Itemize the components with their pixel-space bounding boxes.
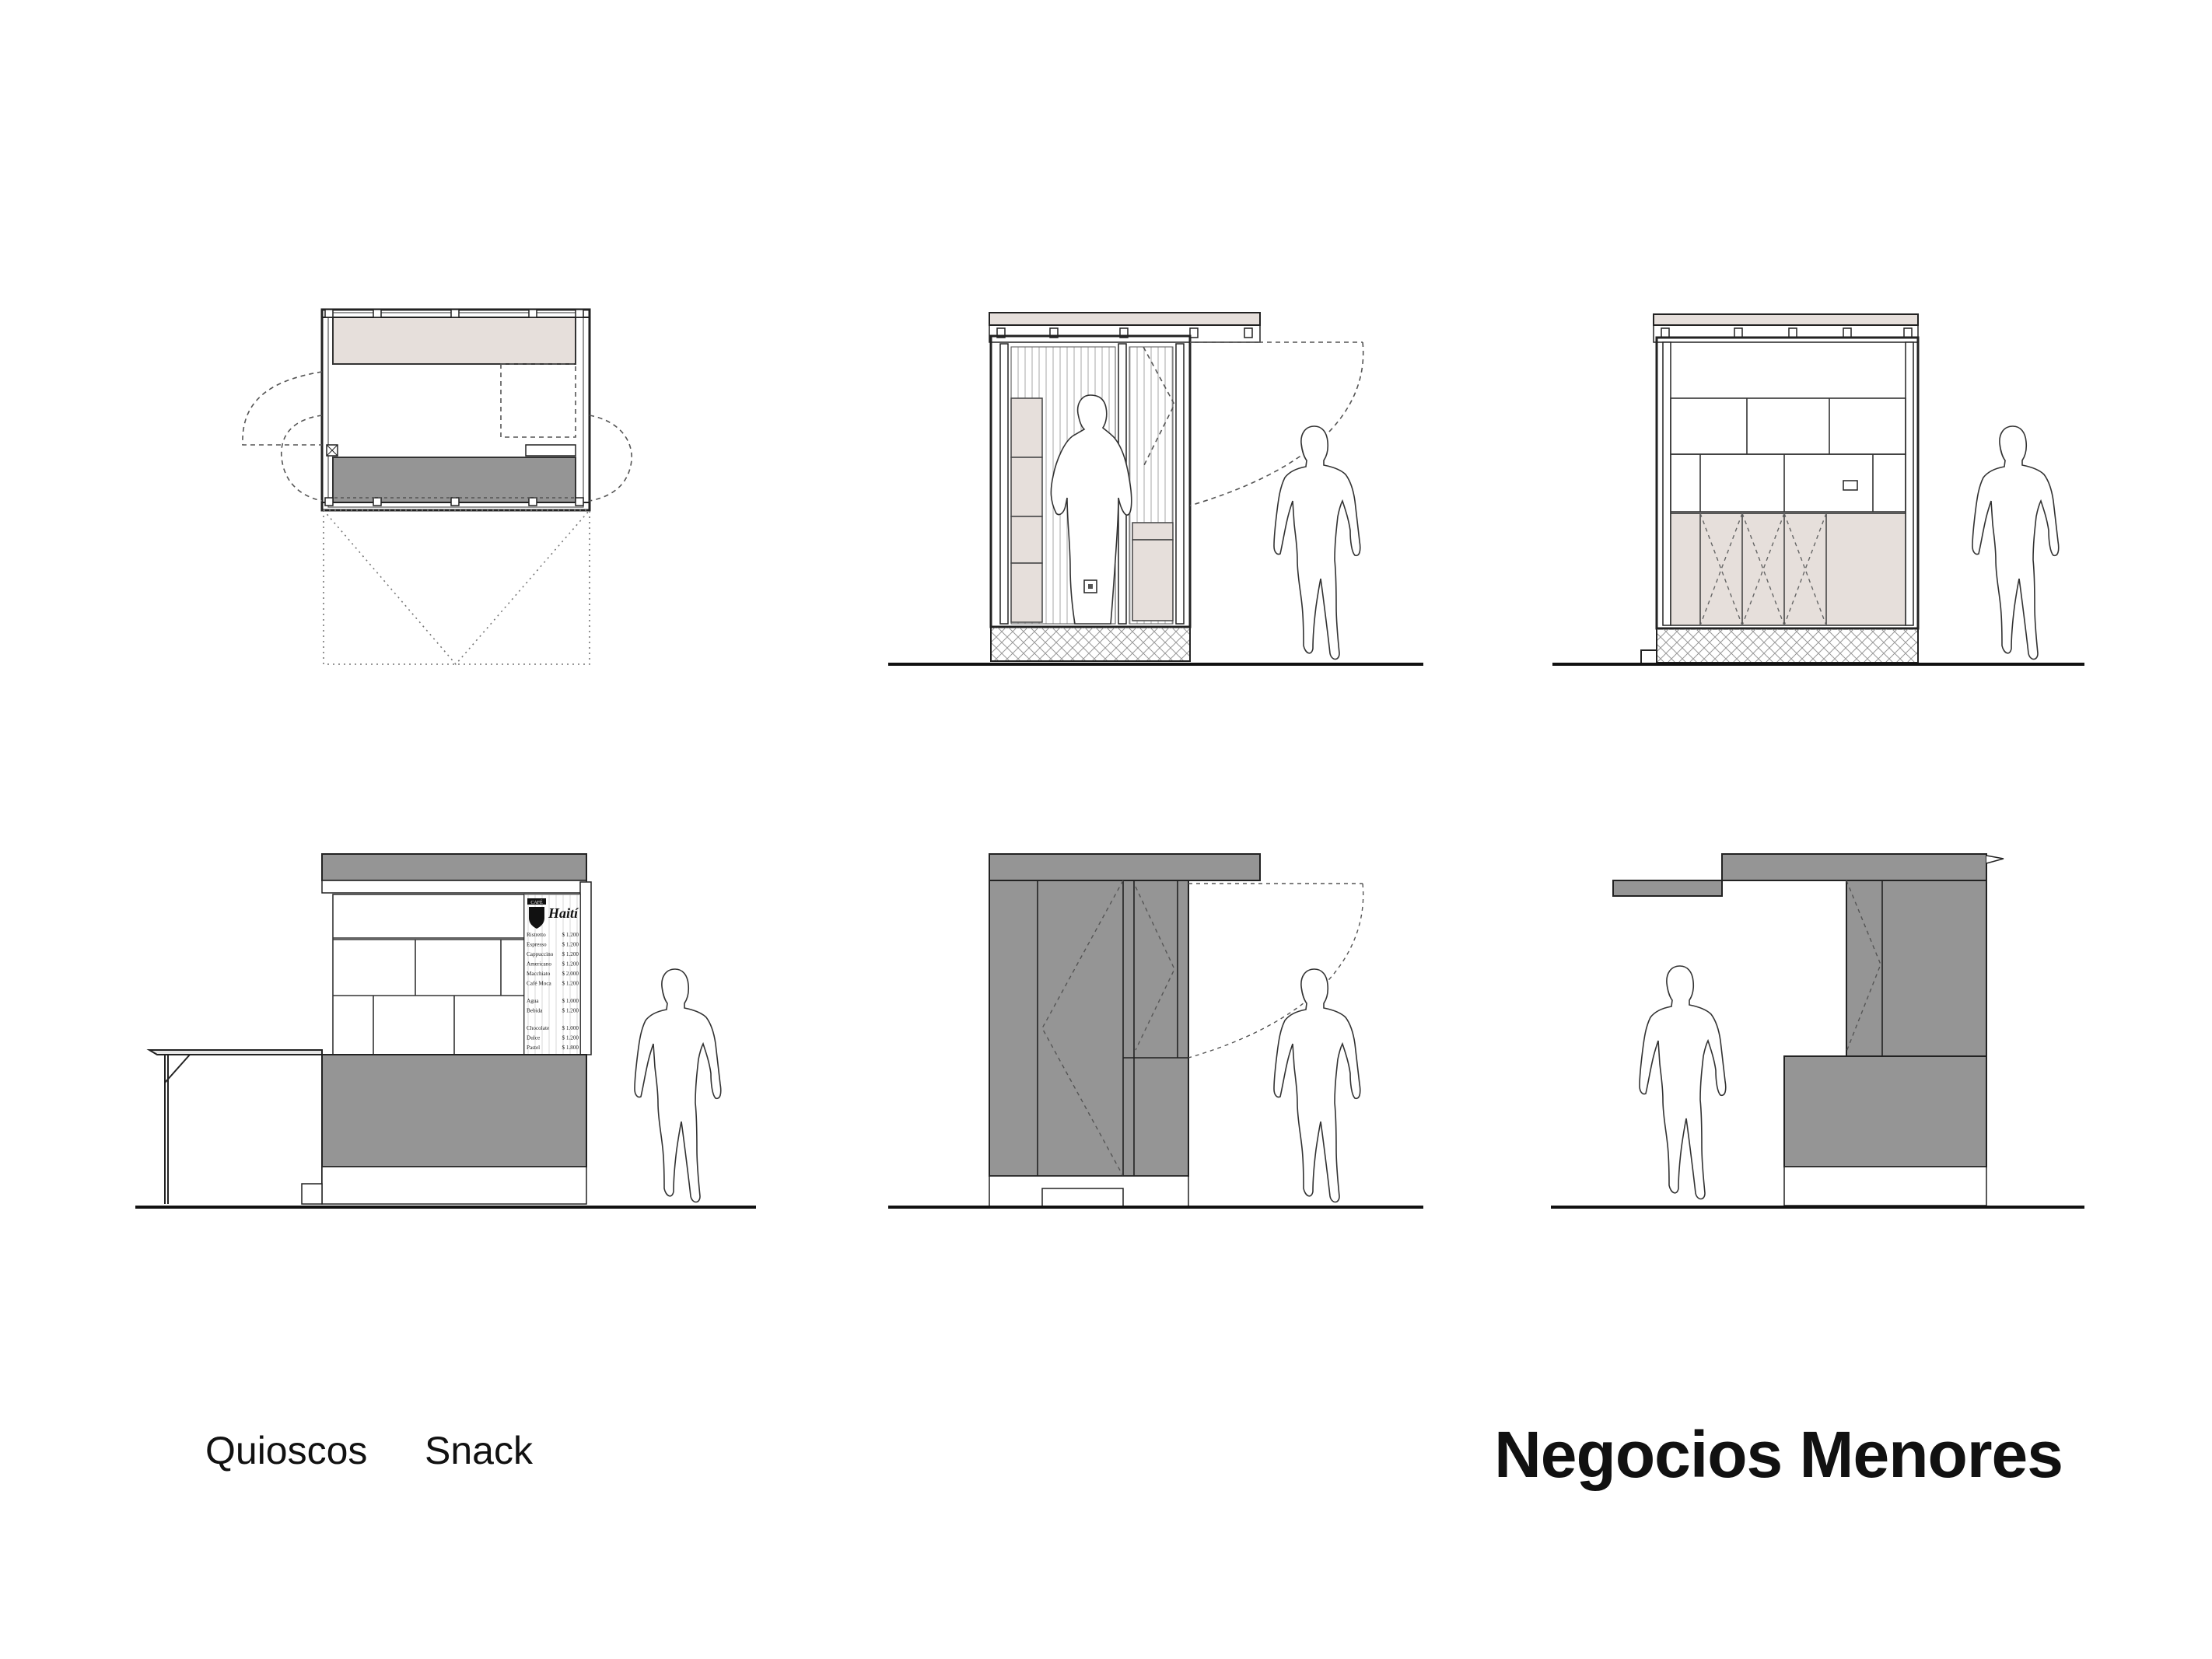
menu-item-price: $ 1.800 [562, 1045, 579, 1051]
menu-brand: Haití [548, 905, 579, 921]
section-a-person-silhouette [1050, 394, 1132, 625]
menu-item-price: $ 1.200 [562, 932, 579, 938]
elevation-side-roof [989, 853, 1261, 881]
menu-item-price: $ 1.200 [562, 951, 579, 957]
menu-item-price: $ 1.200 [562, 1035, 579, 1041]
menu-item-price: $ 1.000 [562, 1025, 579, 1031]
section-b [1552, 313, 2084, 666]
category-label-snack: Snack [425, 1429, 533, 1472]
menu-crest-icon [529, 907, 544, 929]
section-a [888, 312, 1423, 666]
section-a-plinth [990, 626, 1191, 662]
menu-crest-label: CAFÉ [530, 899, 543, 905]
menu-item-price: $ 2.000 [562, 971, 579, 977]
elevation-front-human-figure [634, 968, 722, 1203]
menu-item-name: Espresso [527, 942, 547, 948]
plan-awning-projection [323, 509, 590, 666]
section-a-shelves [1010, 397, 1174, 623]
section-b-human-figure [1972, 425, 2060, 660]
sheet-title: Negocios Menores [1494, 1418, 2063, 1491]
menu-item-name: Pastel [527, 1045, 540, 1051]
menu-item-name: Cappuccino [527, 951, 554, 957]
plan-lower-counter [332, 457, 576, 503]
elevation-rear [1551, 853, 2084, 1209]
elevation-front-counter [321, 1054, 587, 1167]
menu-item-price: $ 1.200 [562, 942, 579, 948]
plan-door-swings [242, 363, 632, 502]
menu-item-name: Americano [527, 961, 551, 968]
menu-item-name: Agua [527, 998, 539, 1004]
elevation-front-back-shelves [332, 894, 525, 1055]
elevation-front-side-table [146, 1049, 323, 1204]
menu-item-name: Macchiato [527, 971, 551, 977]
menu-item-price: $ 1.200 [562, 981, 579, 987]
elevation-front-roof [321, 853, 587, 881]
elevation-rear-roof [1721, 853, 1987, 881]
section-a-human-figure [1273, 425, 1361, 660]
menu-item-name: Bebida [527, 1008, 543, 1014]
menu-item-price: $ 1.200 [562, 1008, 579, 1014]
elevation-side-door [888, 853, 1423, 1209]
section-b-plinth [1656, 628, 1919, 663]
menu-item-name: Ristretto [527, 932, 546, 938]
plan-upper-counter [332, 317, 576, 365]
menu-item-price: $ 1.000 [562, 998, 579, 1004]
plan-view [242, 308, 632, 666]
category-label-quioscos: Quioscos [205, 1429, 368, 1472]
elevation-side-human-figure [1273, 968, 1361, 1203]
menu-item-name: Café Moca [527, 981, 552, 987]
section-b-shelving [1670, 397, 1906, 513]
menu-item-name: Dulce [527, 1035, 540, 1041]
menu-item-name: Chocolate [527, 1025, 549, 1031]
plan-wall-ties [324, 309, 584, 506]
section-a-door-swing [1143, 341, 1364, 506]
section-a-roof [989, 312, 1261, 326]
section-b-lower-cabinets [1670, 513, 1906, 626]
menu-item-price: $ 1.200 [562, 961, 579, 968]
elevation-rear-human-figure [1639, 965, 1727, 1200]
